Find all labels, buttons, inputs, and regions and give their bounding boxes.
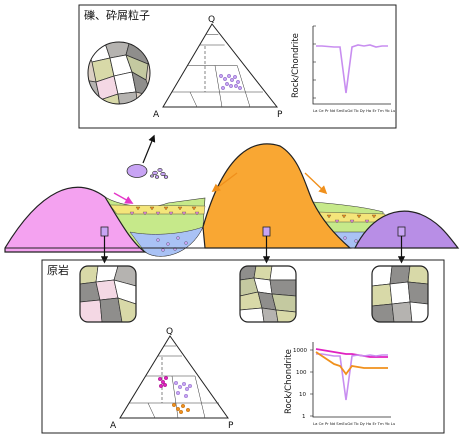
purple-source-rock (354, 210, 460, 249)
bottom-spider-line-magenta (315, 348, 388, 358)
bottom-ternary-apex-q: Q (166, 327, 173, 337)
orange-source-rock (202, 143, 352, 249)
large-clast-grain (126, 164, 148, 178)
top-ternary-diagram: Q A P (153, 15, 283, 120)
ternary-point (157, 377, 162, 382)
bottom-panel-title: 原岩 (47, 263, 69, 277)
bottom-spider-line-orange (315, 351, 388, 376)
ternary-point (223, 77, 227, 81)
pink-protolith-texture (79, 265, 137, 323)
bottom-spider-ylabel: Rock/Chondrite (284, 349, 294, 414)
ternary-point (221, 86, 225, 90)
ternary-point (238, 86, 242, 90)
landscape-cross-section (4, 143, 460, 264)
ternary-point (171, 403, 176, 408)
ternary-point (225, 82, 229, 86)
ternary-point (234, 84, 238, 88)
bottom-spider-element-labels: La Ce Pr Nd SmEuGd Tb Dy Ho Er Tm Yb Lu (313, 421, 396, 426)
ternary-point (183, 394, 188, 399)
pink-erosion-arrow (113, 192, 134, 204)
bottom-ternary-apex-p: P (228, 421, 234, 431)
orange-erosion-arrow-left (211, 172, 238, 193)
top-spider-line (316, 44, 388, 94)
bottom-spider-ytick-1: 1 (302, 414, 306, 420)
clast-collage-circle (87, 41, 151, 105)
ternary-point (175, 407, 180, 412)
bottom-spider-diagram: 1000 100 10 1 Rock/Chondrite La Ce Pr Nd… (284, 342, 396, 426)
ternary-point (177, 385, 182, 390)
ternary-point (233, 75, 237, 79)
ternary-point (163, 376, 168, 381)
top-ternary-apex-a: A (153, 110, 160, 120)
bottom-ternary-apex-a: A (110, 421, 117, 431)
orange-erosion-arrow-right (304, 172, 328, 195)
top-spider-ylabel: Rock/Chondrite (291, 33, 301, 98)
ternary-point (162, 383, 167, 388)
ternary-point (227, 74, 231, 78)
ternary-point (180, 404, 185, 409)
ternary-point (158, 384, 163, 389)
bottom-spider-ytick-100: 100 (296, 370, 307, 376)
bottom-spider-ytick-10: 10 (299, 392, 306, 398)
ternary-point (236, 80, 240, 84)
bottom-spider-ytick-1000: 1000 (293, 348, 307, 354)
top-spider-element-labels: La Ce Pr Nd SmEuGd Tb Dy Ho Er Tm Yb Lu (313, 108, 396, 113)
top-spider-diagram: Rock/Chondrite La Ce Pr Nd SmEuGd Tb Dy … (291, 25, 396, 113)
top-ternary-apex-p: P (277, 110, 283, 120)
top-ternary-apex-q: Q (208, 15, 215, 25)
ternary-point (187, 384, 192, 389)
ternary-point (181, 382, 186, 387)
ternary-point (219, 74, 223, 78)
orange-protolith-texture (239, 265, 297, 323)
bottom-panel-frame (41, 259, 445, 434)
purple-protolith-texture (371, 265, 429, 323)
ternary-point (185, 408, 190, 413)
ternary-point (229, 84, 233, 88)
ternary-point (230, 78, 234, 82)
arrow-up-to-top-panel (142, 134, 156, 164)
ternary-point (184, 387, 189, 392)
pink-source-rock (4, 186, 147, 253)
top-panel-title: 礫、砕屑粒子 (84, 8, 150, 22)
bottom-spider-line-purple (316, 353, 388, 401)
ternary-point (175, 391, 180, 396)
bottom-ternary-diagram: Q A P (110, 327, 234, 431)
small-clast-grains (150, 168, 169, 179)
ternary-point (173, 381, 178, 386)
ternary-point (160, 380, 165, 385)
ternary-point (178, 410, 183, 415)
